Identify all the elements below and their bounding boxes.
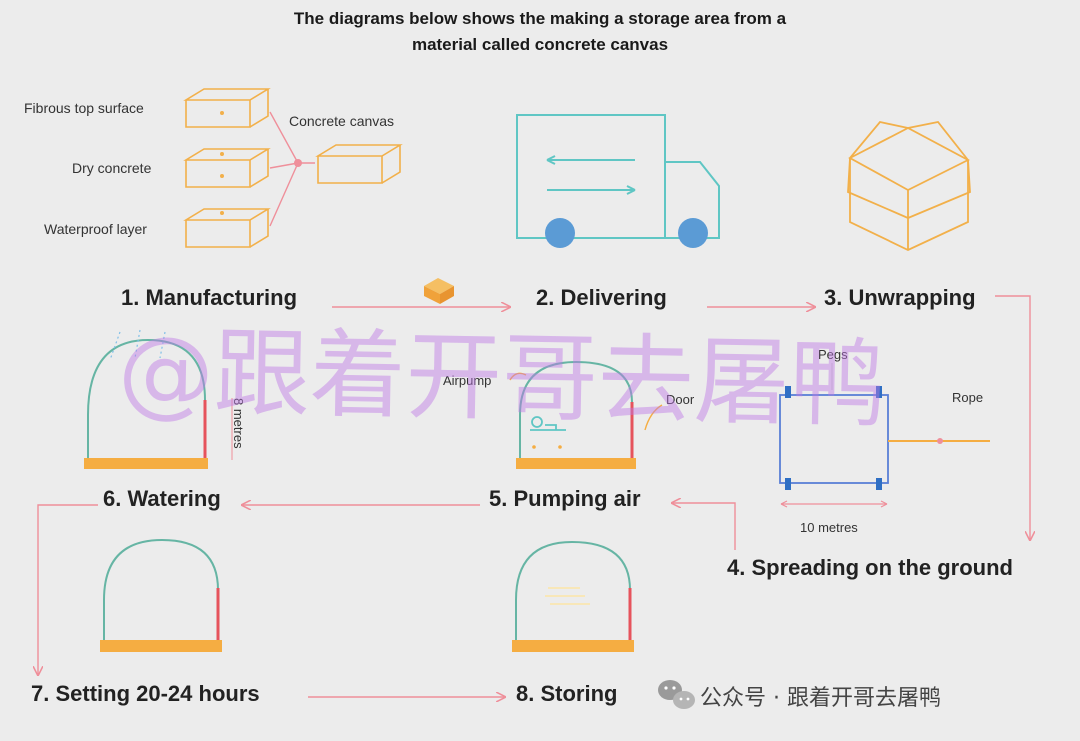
truck-wheel-front [678,218,708,248]
label-dry-concrete: Dry concrete [72,160,152,176]
airpump-icon [530,416,566,431]
step-2-label: 2. Delivering [536,285,667,310]
footer: 公众号 · 跟着开哥去屠鸭 [660,680,941,712]
truck-wheel-rear [545,218,575,248]
step-7-label: 7. Setting 20-24 hours [31,681,260,706]
arrow-3-to-4 [995,295,1030,540]
step-4-label: 4. Spreading on the ground [727,555,1013,580]
step-8-label: 8. Storing [516,681,618,706]
shelter-pumping [509,360,663,469]
step-6-label: 6. Watering [103,486,221,511]
small-package-icon [424,278,454,304]
label-concrete-canvas: Concrete canvas [289,113,395,129]
label-airpump: Airpump [443,373,492,388]
peg-marker [876,386,882,398]
watermark-text: @跟着开哥去屠鸭 [116,315,887,441]
step-1-label: 1. Manufacturing [121,285,298,310]
shelter-setting [100,538,222,652]
diagram-title: The diagrams below shows the making a st… [0,6,1080,58]
title-line-1: The diagrams below shows the making a st… [293,9,787,28]
shelter-storing [512,540,634,652]
label-fibrous-top-surface: Fibrous top surface [24,100,144,116]
peg-marker [876,478,882,490]
step-5-label: 5. Pumping air [489,486,641,511]
label-pegs: Pegs [818,347,848,362]
open-box-icon [847,121,971,251]
label-rope: Rope [952,390,984,405]
stored-items [545,587,590,605]
wechat-icon [658,680,695,709]
arrow-6-to-7 [38,504,98,675]
spread-square [779,363,990,508]
layer-merge-lines [269,111,315,227]
arrow-4-to-5 [672,503,736,550]
layer-box-waterproof [183,208,271,248]
shelter-watering [84,329,208,469]
label-10-metres: 10 metres [800,520,858,535]
concrete-canvas-box [315,144,403,184]
layer-box-dry-concrete [183,148,271,188]
step-3-label: 3. Unwrapping [824,285,976,310]
title-line-2: material called concrete canvas [411,35,669,54]
label-door: Door [666,392,695,407]
layer-box-fibrous [183,88,271,128]
flow-arrows [38,295,1030,697]
label-waterproof-layer: Waterproof layer [44,221,147,237]
peg-marker [785,386,791,398]
footer-text: 公众号 · 跟着开哥去屠鸭 [700,686,941,711]
peg-marker [785,478,791,490]
